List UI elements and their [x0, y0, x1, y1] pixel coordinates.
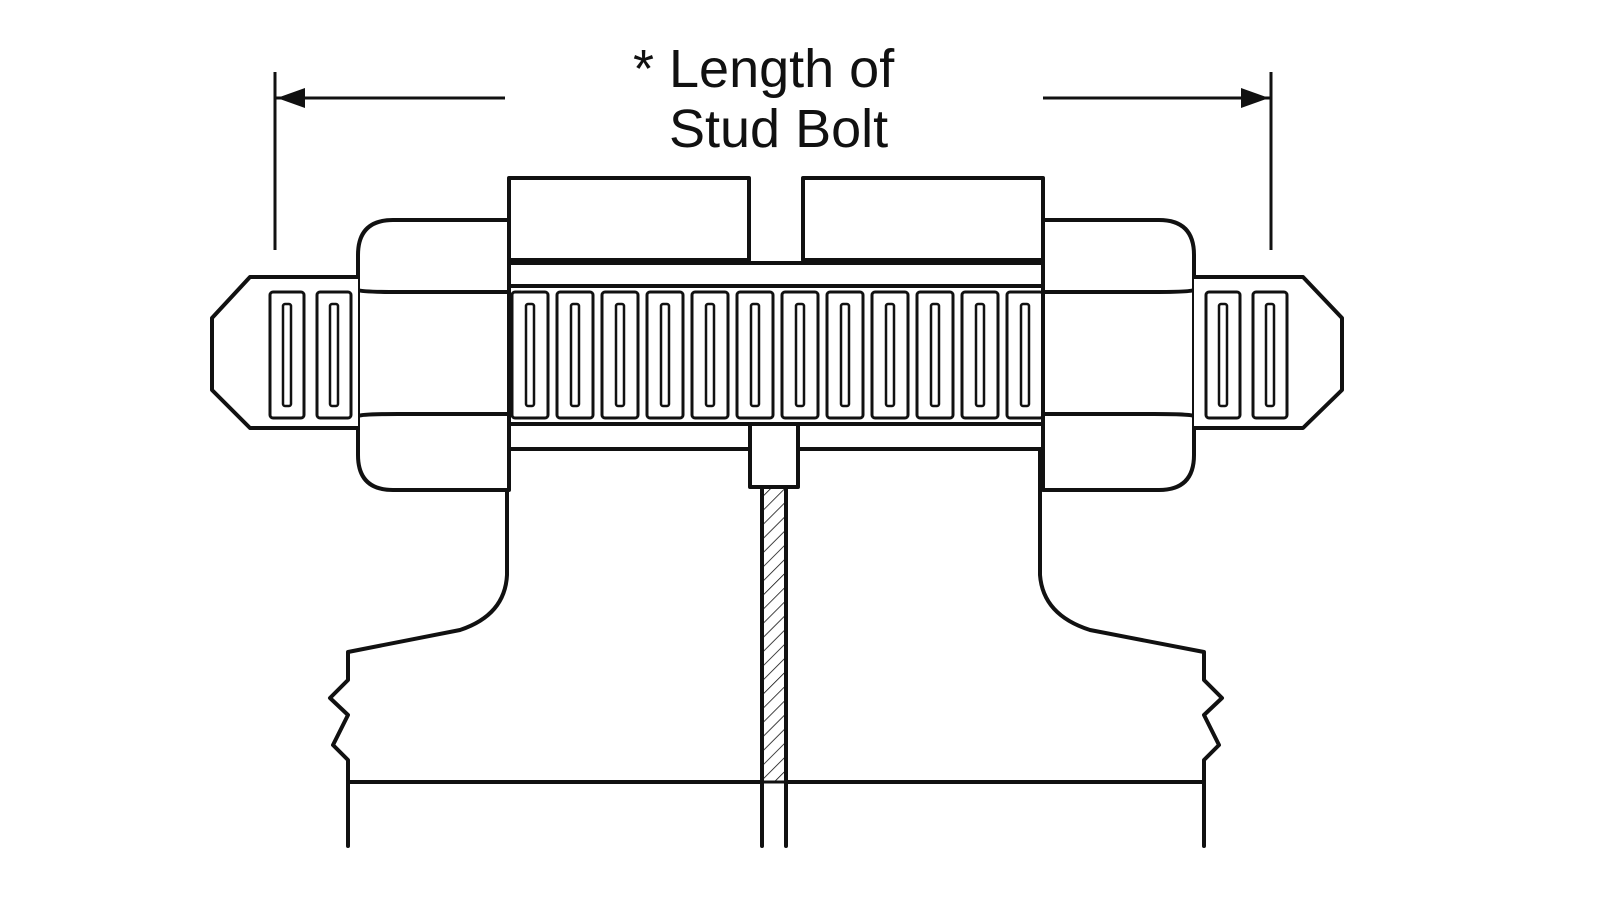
- left-flange-ring: [507, 176, 751, 262]
- dimension-label-line1: * Length of: [633, 39, 895, 99]
- left-flange-hub: [328, 445, 764, 784]
- arrowhead-right: [1241, 88, 1269, 108]
- gasket: [760, 485, 788, 784]
- arrowhead-left: [277, 88, 305, 108]
- flange-gap-slot: [748, 422, 800, 489]
- dimension-label-line2: Stud Bolt: [669, 99, 889, 159]
- left-nut: [356, 218, 511, 492]
- right-flange-hub: [784, 445, 1224, 784]
- right-flange-ring: [801, 176, 1045, 262]
- dimension-line: [273, 72, 1273, 250]
- stud-bolt-threads: [510, 290, 1045, 420]
- left-stud-end: [210, 275, 358, 430]
- right-stud-end: [1194, 275, 1344, 430]
- pipe-walls: [346, 780, 1206, 848]
- right-nut: [1041, 218, 1196, 492]
